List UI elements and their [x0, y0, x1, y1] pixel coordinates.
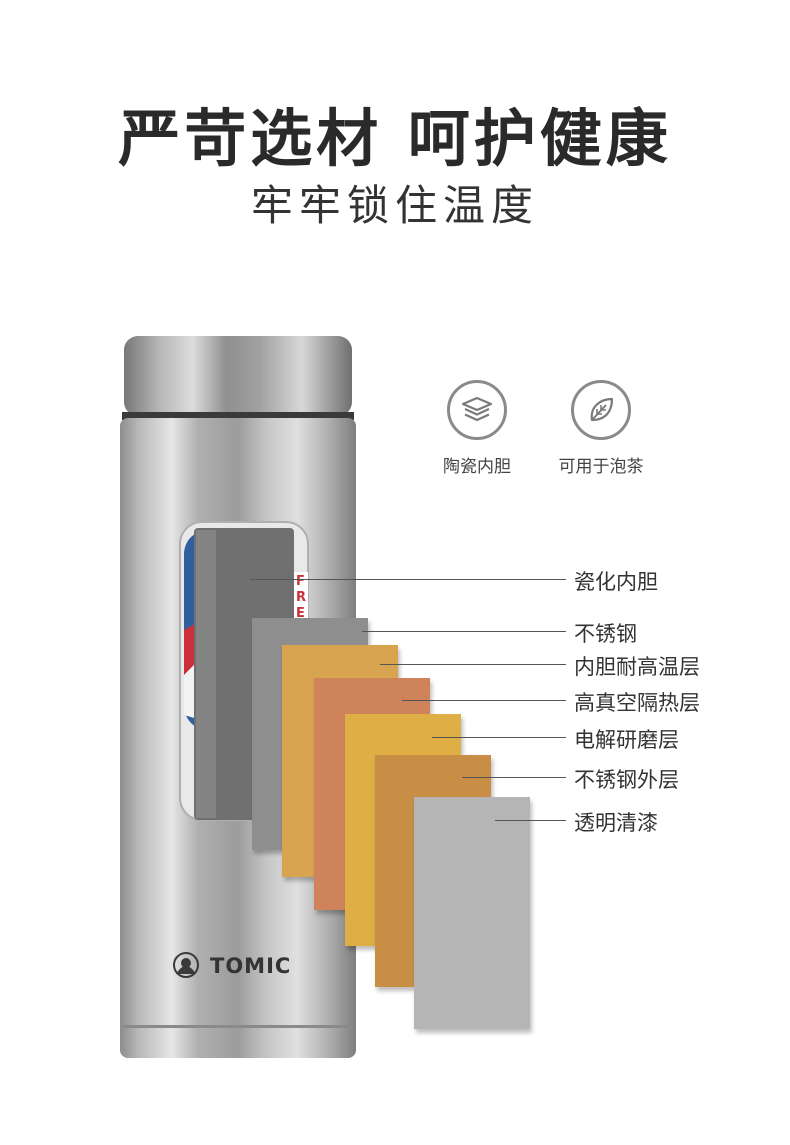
- layer-label: 透明清漆: [574, 811, 658, 835]
- layer-label: 瓷化内胆: [574, 570, 658, 594]
- leader-line: [495, 820, 566, 821]
- leader-line: [432, 737, 566, 738]
- feature-label: 可用于泡茶: [558, 457, 644, 477]
- layer-label: 内胆耐高温层: [574, 655, 700, 679]
- leaf-icon: [571, 380, 631, 440]
- layer-label: 高真空隔热层: [574, 691, 700, 715]
- leader-line: [250, 579, 566, 580]
- leader-line: [402, 700, 566, 701]
- sticker-text: FRE: [296, 574, 307, 621]
- feature-ceramic-liner: 陶瓷内胆: [412, 380, 542, 477]
- leader-line: [462, 777, 566, 778]
- page-subtitle: 牢牢锁住温度: [250, 181, 539, 230]
- feature-label: 陶瓷内胆: [443, 457, 511, 477]
- layer-block-clear-coat: [414, 797, 530, 1029]
- leader-line: [380, 664, 566, 665]
- layer-label: 电解研磨层: [574, 728, 679, 752]
- layer-label: 不锈钢外层: [574, 768, 679, 792]
- brand-logo-text: TOMIC: [210, 954, 292, 978]
- layers-icon: [447, 380, 507, 440]
- feature-tea-brewing: 可用于泡茶: [536, 380, 666, 477]
- layer-label: 不锈钢: [574, 622, 637, 646]
- leader-line: [362, 631, 566, 632]
- page-title: 严苛选材 呵护健康: [118, 102, 672, 175]
